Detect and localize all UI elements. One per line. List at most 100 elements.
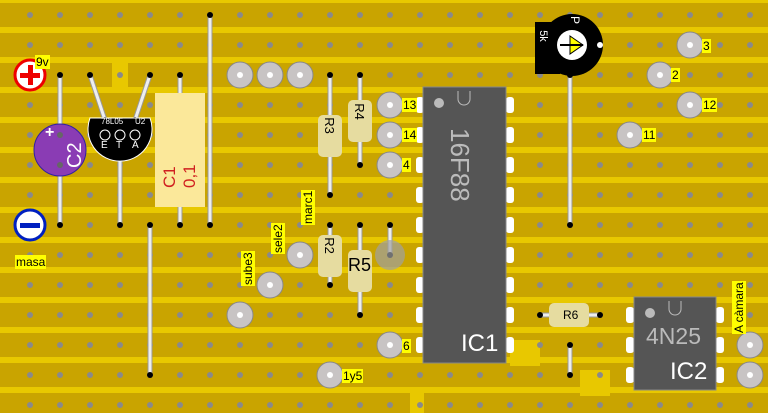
ic-pin xyxy=(506,337,514,353)
hole xyxy=(747,252,753,258)
hole xyxy=(717,102,723,108)
hole xyxy=(447,12,453,18)
hole xyxy=(657,12,663,18)
hole xyxy=(57,342,63,348)
hole xyxy=(657,252,663,258)
label-pin4: 4 xyxy=(402,158,411,172)
hole xyxy=(27,282,33,288)
hole xyxy=(687,402,693,408)
label-pin12: 12 xyxy=(702,98,718,112)
ic-pin xyxy=(416,217,424,233)
c2-polarity: + xyxy=(45,124,55,141)
strip-gap xyxy=(0,357,768,363)
hole xyxy=(717,192,723,198)
hole xyxy=(687,72,693,78)
regulator-pin-e: E xyxy=(101,140,108,151)
hole xyxy=(87,252,93,258)
hole xyxy=(297,372,303,378)
hole xyxy=(87,282,93,288)
solder-point xyxy=(207,222,213,228)
hole xyxy=(747,72,753,78)
ic2-part: 4N25 xyxy=(646,323,701,349)
label-masa: masa xyxy=(15,255,47,269)
r3-label: R3 xyxy=(321,117,337,134)
ic-pin xyxy=(416,187,424,203)
hole xyxy=(567,402,573,408)
hole xyxy=(27,162,33,168)
strip-gap xyxy=(0,117,768,123)
hole xyxy=(387,372,393,378)
capacitor-c2 xyxy=(33,123,87,177)
c1-value: 0,1 xyxy=(180,164,199,188)
ic-pin xyxy=(506,217,514,233)
hole xyxy=(87,42,93,48)
pad-hole xyxy=(747,372,753,378)
solder-point xyxy=(357,72,363,78)
hole xyxy=(657,192,663,198)
ic-pin xyxy=(506,187,514,203)
c2-lead xyxy=(57,132,63,138)
label-pin6: 6 xyxy=(402,339,411,353)
hole xyxy=(117,342,123,348)
hole xyxy=(537,162,543,168)
resistor-body xyxy=(318,235,342,277)
hole xyxy=(357,42,363,48)
strip-gap xyxy=(0,327,768,333)
hole xyxy=(57,312,63,318)
hole xyxy=(567,282,573,288)
hole xyxy=(87,342,93,348)
hole xyxy=(537,252,543,258)
pad-hole xyxy=(747,342,753,348)
hole xyxy=(177,312,183,318)
hole xyxy=(747,402,753,408)
hole xyxy=(747,132,753,138)
hole xyxy=(267,372,273,378)
pot-value: 5k xyxy=(536,30,549,42)
strip-gap xyxy=(0,87,768,93)
resistor-body xyxy=(318,115,342,157)
hole xyxy=(537,12,543,18)
hole xyxy=(627,162,633,168)
ic-pin xyxy=(626,307,634,323)
hole xyxy=(327,342,333,348)
hole xyxy=(717,132,723,138)
hole xyxy=(657,42,663,48)
ic-pin xyxy=(416,97,424,113)
hole xyxy=(267,102,273,108)
hole xyxy=(597,132,603,138)
hole xyxy=(747,162,753,168)
hole xyxy=(57,402,63,408)
hole xyxy=(687,282,693,288)
label-sele2: sele2 xyxy=(271,223,285,254)
solder-point xyxy=(537,312,543,318)
solder-point xyxy=(567,372,573,378)
hole xyxy=(87,192,93,198)
hole xyxy=(597,12,603,18)
resistor-body xyxy=(348,100,372,142)
ic-pin xyxy=(506,127,514,143)
solder-point xyxy=(117,222,123,228)
ic-pin xyxy=(416,277,424,293)
solder-point xyxy=(387,222,393,228)
hole xyxy=(657,402,663,408)
hole xyxy=(627,102,633,108)
strip-gap xyxy=(0,267,768,273)
hole xyxy=(177,342,183,348)
hole xyxy=(657,222,663,228)
hole xyxy=(267,162,273,168)
hole xyxy=(597,162,603,168)
hole xyxy=(297,282,303,288)
hole xyxy=(297,42,303,48)
hole xyxy=(447,42,453,48)
hole xyxy=(117,402,123,408)
pad-hole xyxy=(387,342,393,348)
ic-pin xyxy=(506,247,514,263)
resistor-body xyxy=(348,250,372,292)
hole xyxy=(627,402,633,408)
hole xyxy=(627,42,633,48)
solder-point xyxy=(327,222,333,228)
label-1y5: 1y5 xyxy=(342,369,364,383)
hole xyxy=(447,402,453,408)
hole xyxy=(207,402,213,408)
ic-pin xyxy=(416,157,424,173)
